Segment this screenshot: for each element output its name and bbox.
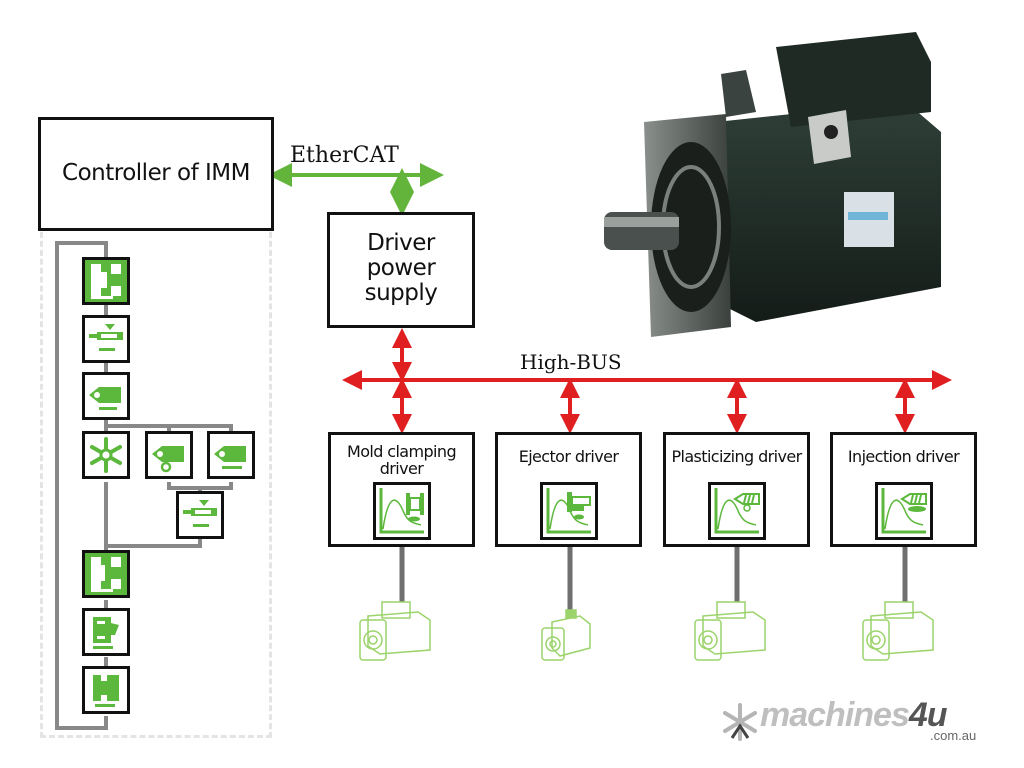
nozzle-back-icon — [176, 491, 224, 539]
plasticizing-icon — [145, 431, 193, 479]
controller-of-imm-box: Controller of IMM — [38, 117, 274, 231]
servo-motor-photo — [604, 32, 941, 337]
snowflake-icon — [82, 431, 130, 479]
driver-label: Mold clamping driver — [346, 442, 457, 478]
driver-label: Plasticizing driver — [671, 447, 802, 466]
power-supply-label-line: power — [366, 255, 436, 281]
injection-unit-icon — [82, 372, 130, 420]
servo-motor-icon — [862, 601, 934, 661]
plasticizing-curve-icon — [707, 482, 766, 540]
injection-driver-box: Injection driver — [830, 432, 977, 547]
ethercat-label: EtherCAT — [290, 143, 399, 168]
machines4u-watermark: machines4u .com.au — [720, 696, 990, 745]
driver-label: Ejector driver — [518, 447, 619, 466]
servo-motor-icon — [541, 609, 591, 661]
process-sequence-frame — [40, 232, 272, 738]
mold-clamping-curve-icon — [372, 482, 431, 540]
brand-domain: .com.au — [930, 728, 977, 743]
ejector-return-icon — [82, 666, 130, 714]
ejector-icon — [82, 608, 130, 656]
high-bus-label: High-BUS — [520, 350, 622, 374]
power-supply-label-line: supply — [364, 280, 438, 306]
mold-close-icon — [82, 257, 130, 305]
controller-label: Controller of IMM — [62, 160, 250, 186]
driver-power-supply-box: Driver power supply — [327, 212, 475, 328]
ejector-curve-icon — [539, 482, 598, 540]
brand-name: machines — [760, 696, 910, 734]
brand-number: 4u — [908, 696, 948, 734]
suck-back-icon — [207, 431, 255, 479]
driver-label: Injection driver — [847, 447, 960, 466]
injection-curve-icon — [874, 482, 933, 540]
mold-open-icon — [82, 550, 130, 598]
ejector-driver-box: Ejector driver — [495, 432, 642, 547]
mold-clamping-driver-box: Mold clamping driver — [328, 432, 475, 547]
servo-motor-icon — [359, 601, 431, 661]
nozzle-forward-icon — [82, 315, 130, 363]
power-supply-label-line: Driver — [367, 230, 435, 256]
snowflake-logo-icon — [723, 703, 757, 741]
plasticizing-driver-box: Plasticizing driver — [663, 432, 810, 547]
servo-motor-icon — [694, 601, 766, 661]
